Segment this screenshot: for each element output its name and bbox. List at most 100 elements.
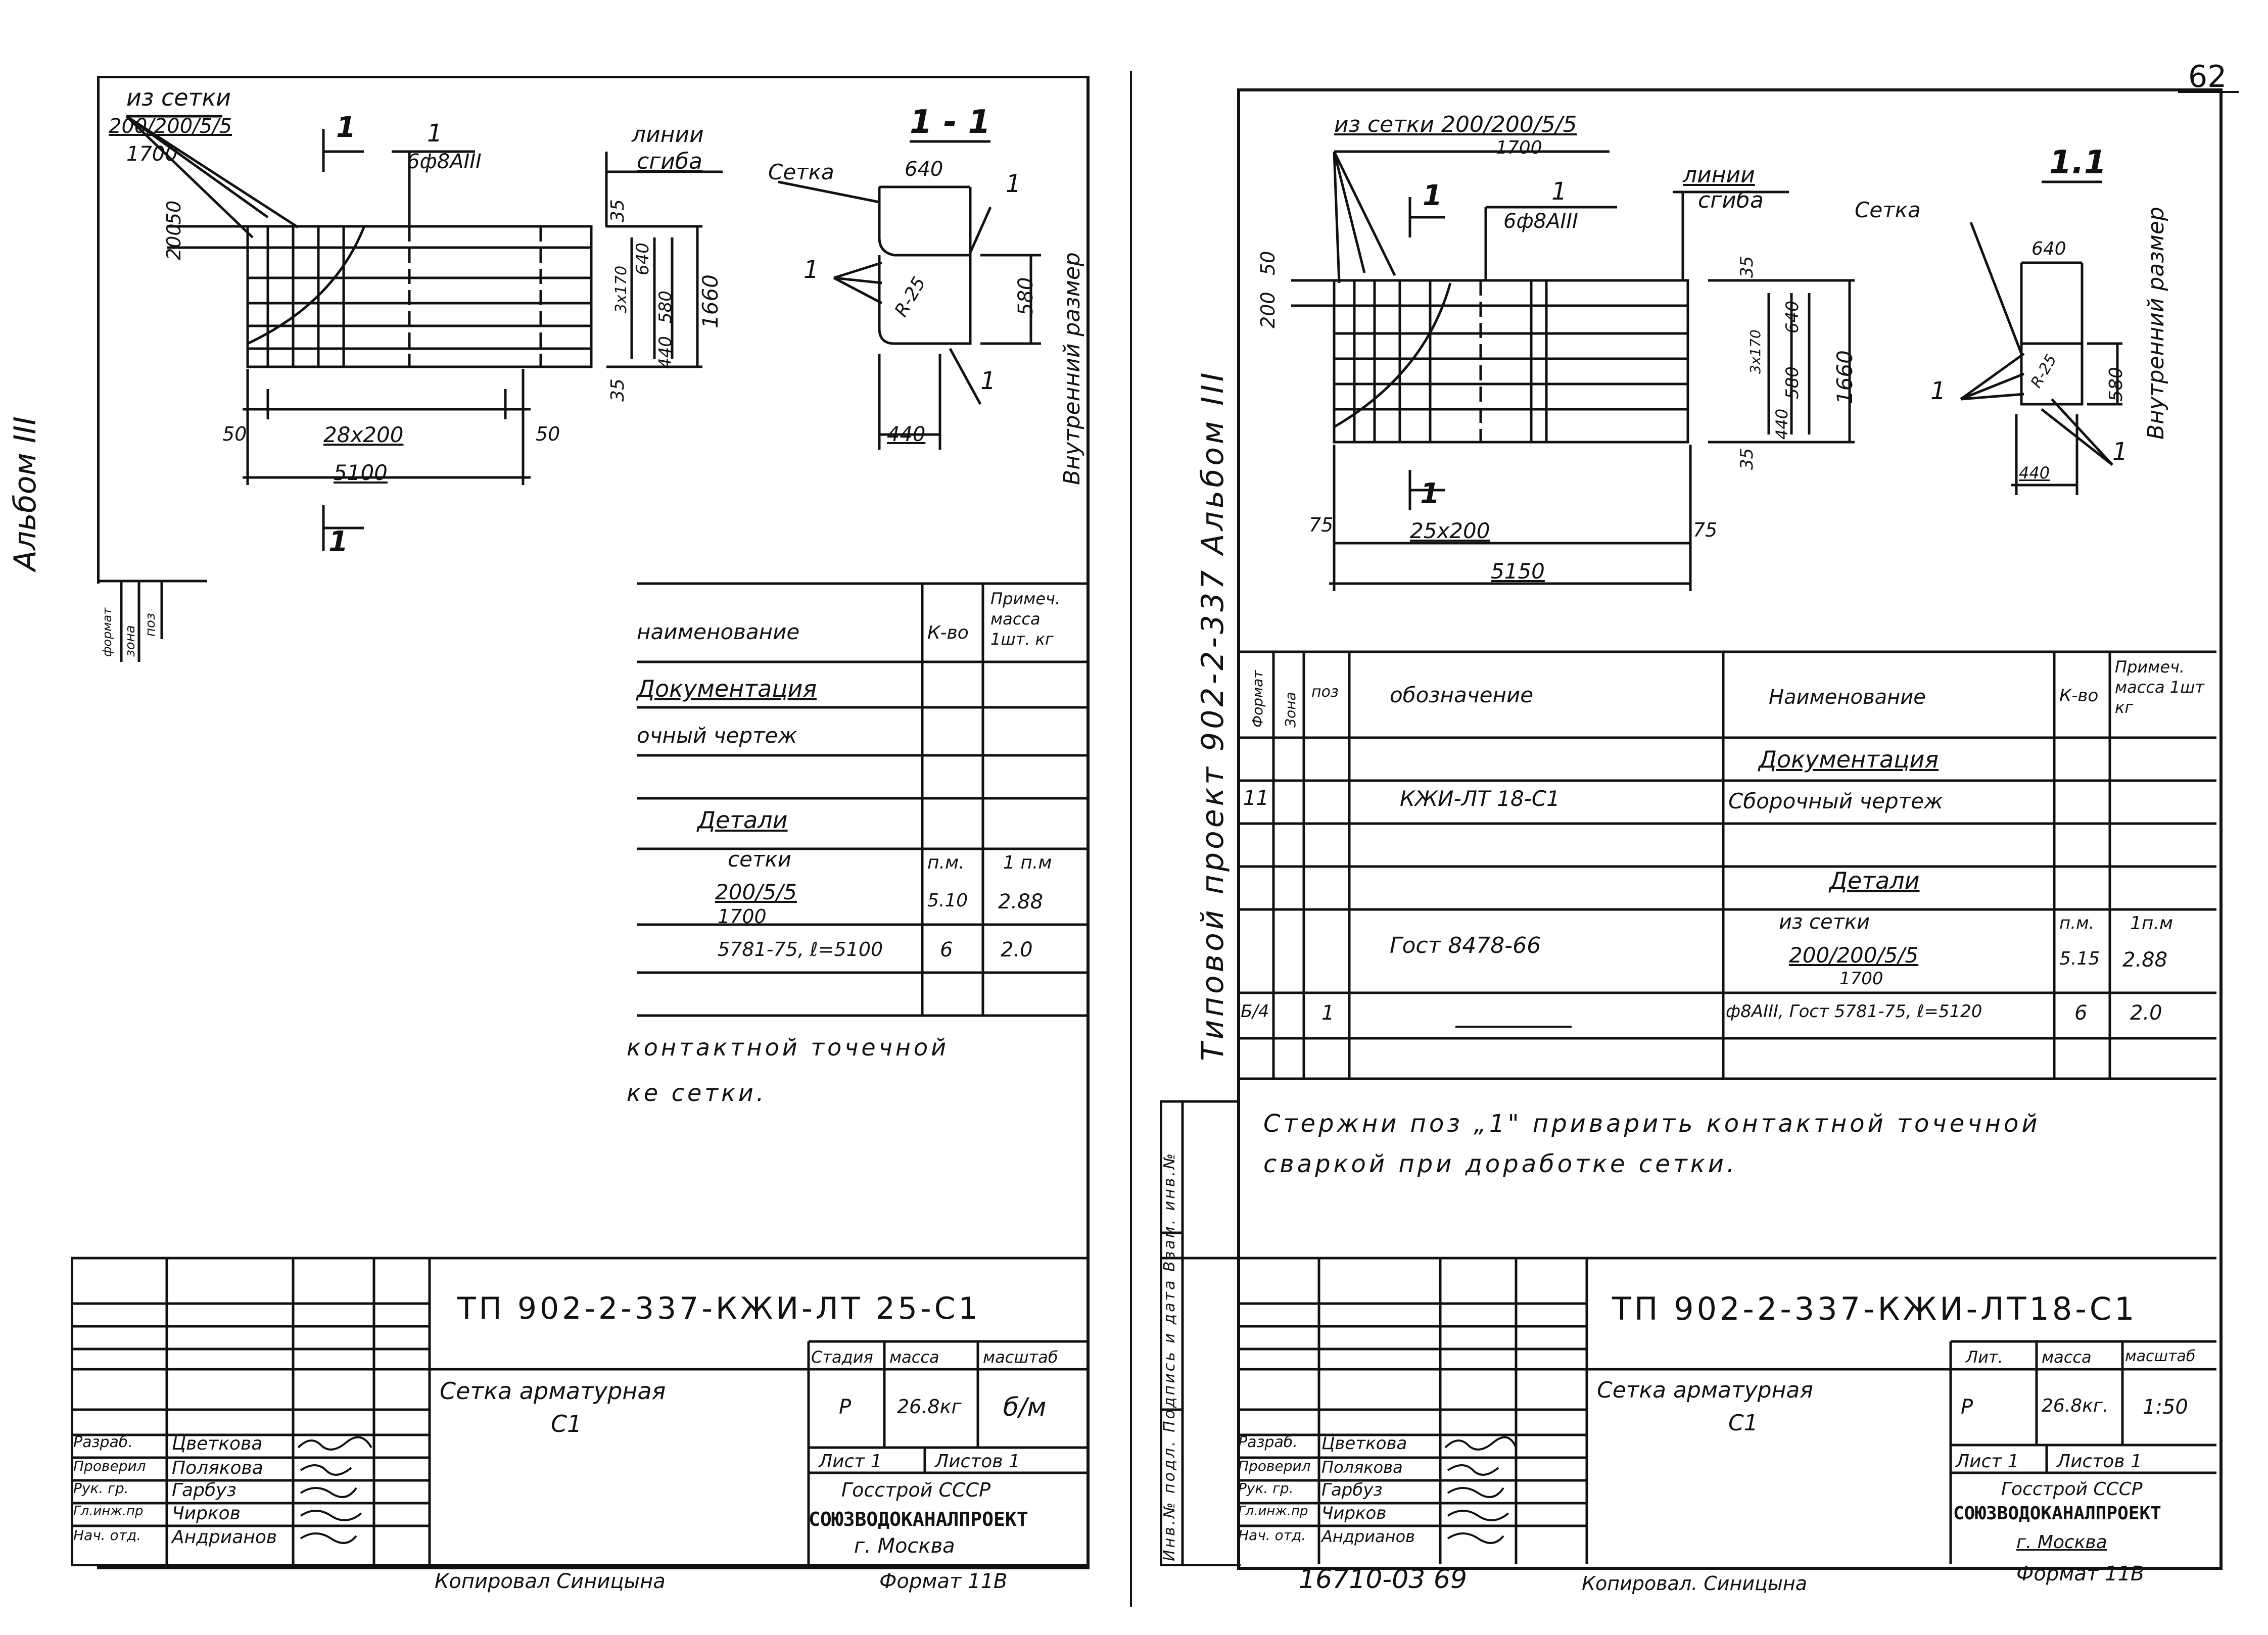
left-spec-mesh-frac: 200/5/5 <box>715 880 797 904</box>
right-stage-header: Лит. <box>1966 1348 2003 1367</box>
left-section-mark-bottom: 1 <box>328 525 348 558</box>
left-spec-unit-mass: 1 п.м <box>1003 852 1052 873</box>
right-spec-rod: ф8АIII, Гост 5781-75, ℓ=5120 <box>1726 1001 1982 1022</box>
right-dim-5150: 5150 <box>1491 559 1545 584</box>
left-spec-doc: Документация <box>637 675 817 702</box>
left-pos1-section-bottom: 1 <box>980 367 996 395</box>
right-bend-line-1: линии <box>1683 162 1755 188</box>
left-pos1-section-left: 1 <box>804 256 819 284</box>
left-signatures-drawing <box>297 1436 372 1544</box>
left-spec-head-zone: зона <box>123 625 138 657</box>
right-spec-mass1: 2.88 <box>2122 948 2168 972</box>
right-spec-head-qty: К-во <box>2059 686 2099 706</box>
left-person-2: Гарбуз <box>172 1480 237 1501</box>
right-section-title: 1.1 <box>2049 144 2107 181</box>
right-dim-640-top: 640 <box>2031 238 2066 259</box>
right-dim-440-side: 440 <box>1772 408 1791 440</box>
right-dim-200: 200 <box>1257 292 1279 328</box>
left-drawing-code: ТП 902-2-337-КЖИ-ЛТ 25-С1 <box>457 1291 981 1326</box>
right-org-3: г. Москва <box>2016 1532 2107 1553</box>
left-rebar-label: 6ф8АIII <box>407 150 482 173</box>
left-spec-mesh-den: 1700 <box>718 905 767 928</box>
left-note-line-1: контактной точечной <box>627 1034 950 1061</box>
right-spec-mesh: из сетки <box>1779 910 1870 934</box>
right-person-0: Цветкова <box>1321 1433 1407 1454</box>
right-spec-head-name: Наименование <box>1769 686 1926 709</box>
left-callout-mesh: из сетки <box>126 84 231 111</box>
right-role-1: Проверил <box>1238 1458 1311 1474</box>
right-spec-row1-format: 11 <box>1243 787 1269 810</box>
left-dim-440-section: 440 <box>887 423 926 446</box>
right-bend-line-2: сгиба <box>1698 187 1764 213</box>
right-spec-doc: Документация <box>1759 746 1939 773</box>
left-dim-50: 50 <box>163 200 185 225</box>
left-spec-rod: 5781-75, ℓ=5100 <box>718 938 883 960</box>
right-spec-qty1: 5.15 <box>2059 948 2100 969</box>
right-spec-unit: п.м. <box>2059 913 2095 933</box>
left-bend-line-1: линии <box>632 122 704 148</box>
left-role-0: Разраб. <box>73 1433 133 1451</box>
left-role-2: Рук. гр. <box>73 1480 129 1497</box>
left-sheet-bottom <box>71 1564 1090 1566</box>
right-spec-mesh-den: 1700 <box>1839 969 1883 989</box>
left-spec-details: Детали <box>697 806 788 834</box>
right-dim-3x170: 3х170 <box>1747 329 1764 374</box>
right-role-3: Гл.инж.пр <box>1238 1504 1308 1519</box>
left-sheet-left-line-lower <box>71 1258 73 1566</box>
left-spec-mass2: 2.0 <box>1001 938 1033 961</box>
left-stage: Р <box>839 1396 852 1419</box>
right-setka-label: Сетка <box>1855 198 1921 222</box>
left-copied-by: Копировал Синицына <box>435 1570 666 1593</box>
right-callout-mesh: из сетки 200/200/5/5 <box>1334 112 1577 137</box>
left-drawing-name-2: С1 <box>551 1410 582 1437</box>
left-section-title: 1 - 1 <box>910 104 991 141</box>
left-spec-assembly: очный чертеж <box>637 723 797 748</box>
right-sheets-total: Листов 1 <box>2057 1451 2142 1472</box>
right-section-1-1 <box>1960 222 2122 495</box>
left-sheet-top-line <box>97 76 1090 78</box>
left-dim-35-top: 35 <box>607 199 628 222</box>
right-pos1-section-right: 1 <box>2112 438 2128 466</box>
left-role-3: Гл.инж.пр <box>73 1504 144 1519</box>
left-drawing-name-1: Сетка арматурная <box>440 1377 666 1405</box>
left-mass-header: масса <box>889 1348 939 1367</box>
right-section-mark-top: 1 <box>1423 179 1442 212</box>
right-dim-580-section: 580 <box>2106 367 2127 402</box>
left-spec-qty1: 5.10 <box>927 890 968 911</box>
left-spec-head-pos: поз <box>143 613 158 637</box>
left-sheet-frame <box>97 76 1090 1569</box>
right-sheet-number: Лист 1 <box>1956 1451 2019 1472</box>
left-callout-mesh-den: 1700 <box>126 142 178 166</box>
right-spec-row3-pos: 1 <box>1321 1001 1335 1025</box>
left-pos1-label: 1 <box>427 119 443 148</box>
right-spec-head-format: Формат <box>1249 670 1266 728</box>
right-person-1: Полякова <box>1321 1458 1403 1477</box>
left-person-4: Андрианов <box>172 1527 277 1548</box>
right-sheet-frame <box>1237 88 2223 1570</box>
right-org-1: Госстрой СССР <box>2001 1479 2143 1500</box>
left-inner-size: Внутренний размер <box>1059 252 1085 485</box>
right-scale-header: масштаб <box>2125 1348 2196 1365</box>
left-sheet-number: Лист 1 <box>819 1451 882 1472</box>
right-spec-row3-dash <box>1455 1026 1572 1028</box>
right-note-line-1: Стержни поз „1" приварить контактной точ… <box>1263 1110 2041 1138</box>
right-dim-580-side: 580 <box>1782 366 1803 399</box>
page-corner-underline <box>2178 91 2239 93</box>
left-dim-580-section: 580 <box>1014 277 1037 316</box>
right-sheet-bottom-ext <box>1160 1564 1241 1566</box>
right-role-2: Рук. гр. <box>1238 1480 1294 1497</box>
left-bend-line-2: сгиба <box>637 149 703 174</box>
left-mesh-plan <box>125 115 990 551</box>
left-spec-head-qty: К-во <box>927 622 969 643</box>
left-scale: б/м <box>1003 1392 1047 1422</box>
right-mesh-plan <box>1291 150 2102 591</box>
left-pos1-section-top: 1 <box>1006 170 1021 198</box>
left-org-3: г. Москва <box>854 1534 955 1558</box>
left-spec-qty2: 6 <box>940 938 953 961</box>
right-person-4: Андрианов <box>1321 1527 1415 1546</box>
left-section-mark-top: 1 <box>336 111 356 144</box>
left-dim-35-bottom: 35 <box>607 378 628 402</box>
right-dim-75-left: 75 <box>1309 514 1334 536</box>
right-format: Формат 11В <box>2016 1562 2145 1585</box>
